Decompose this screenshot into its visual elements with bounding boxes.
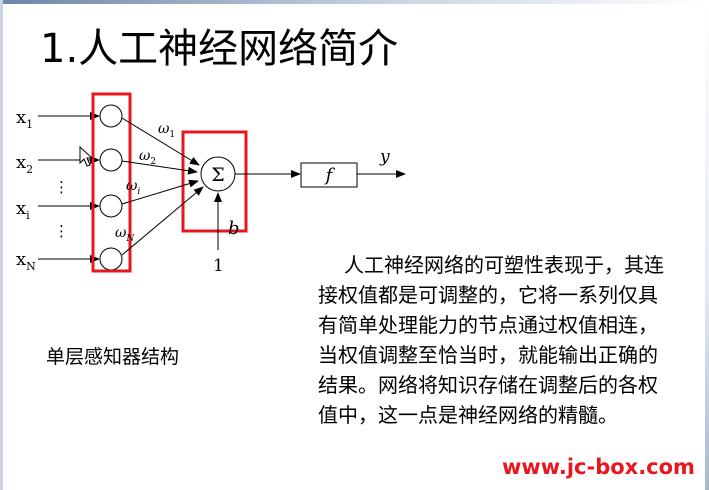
- weight-line-n: [121, 186, 204, 256]
- input-label-xn: xN: [16, 249, 36, 273]
- summation-highlight-box: [181, 130, 248, 233]
- weight-line-1: [121, 117, 200, 166]
- watermark-text: www.jc-box.com: [502, 455, 695, 479]
- left-accent-bar: [0, 0, 3, 490]
- ellipsis-upper: ⋮: [54, 178, 69, 196]
- input-node-n: [99, 247, 123, 271]
- input-node-i: [99, 194, 123, 218]
- input-node-1: [99, 104, 123, 128]
- input-label-x1: x1: [16, 107, 33, 131]
- input-node-2: [99, 148, 123, 172]
- bias-input-value: 1: [213, 256, 224, 276]
- description-paragraph: 人工神经网络的可塑性表现于，其连接权值都是可调整的，它将一系列仅具有简单处理能力…: [318, 253, 664, 427]
- right-accent-bar: [705, 0, 709, 490]
- input-layer-highlight-box: [91, 92, 132, 273]
- weight-label-wi: ωi: [126, 178, 140, 197]
- top-accent-bar: [0, 0, 709, 4]
- output-label: y: [379, 147, 390, 167]
- mouse-cursor-icon: [79, 145, 94, 167]
- diagram-caption: 单层感知器结构: [46, 346, 180, 368]
- summation-symbol: Σ: [211, 164, 224, 186]
- weight-line-2: [121, 160, 198, 175]
- weight-label-w1: ω1: [158, 121, 175, 140]
- weight-label-wn: ωN: [115, 225, 135, 244]
- weight-line-i: [121, 179, 199, 205]
- input-label-xi: xi: [16, 198, 30, 222]
- slide-title: 1.人工神经网络简介: [40, 26, 399, 72]
- ellipsis-lower: ⋮: [54, 222, 69, 240]
- weight-label-w2: ω2: [139, 148, 156, 167]
- input-label-x2: x2: [16, 152, 33, 176]
- activation-function-box: [300, 162, 358, 188]
- bias-label: b: [228, 218, 240, 239]
